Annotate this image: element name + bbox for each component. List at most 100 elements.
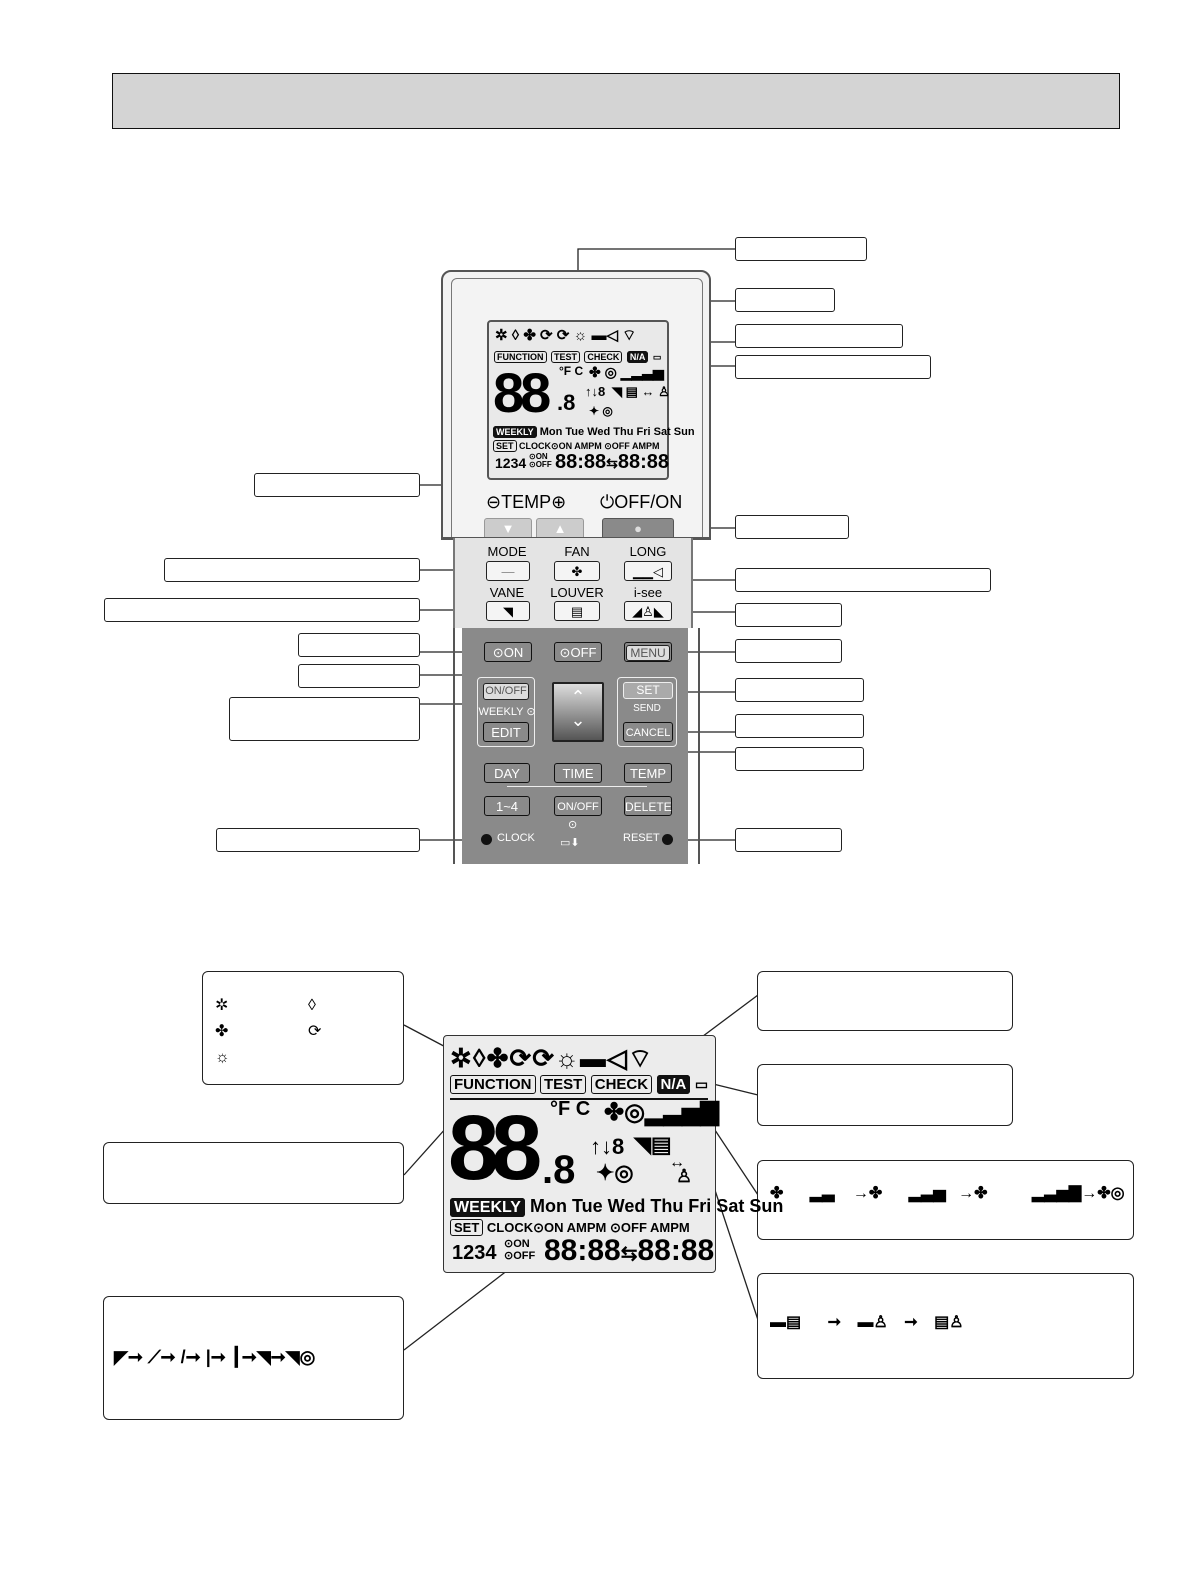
on-label: ⊙ON	[529, 452, 548, 461]
temp-plus-icon: ⊕	[551, 492, 567, 512]
callout-isee	[735, 603, 842, 627]
temp-digits: 88	[493, 361, 551, 424]
lcd2-person-icon: ♙	[676, 1166, 693, 1186]
lcd2-swap-arrow-icon: ⇆	[620, 1243, 638, 1265]
fan-icon-a: ✤	[868, 1185, 883, 1202]
louver-avoid-icon: ▤♙	[934, 1314, 964, 1331]
vane-sequence-box: ◤➞ ⟋➞ /➞ |➞ ┃➞◥➞◥◎	[103, 1296, 404, 1420]
chevron-down-icon: ⌄	[570, 710, 586, 730]
fan-speed3-icon: ▂▃▅▇	[1032, 1185, 1082, 1202]
lcd2-fan-icons: ✤◎▂▃▅▇	[604, 1099, 719, 1126]
lcd2-temp-unit: °F C	[550, 1098, 591, 1120]
time-button[interactable]: TIME	[554, 763, 602, 783]
lcd2-vane-louver-icons: ◥▤	[634, 1132, 672, 1157]
chevron-up-icon: ⌃	[570, 687, 586, 707]
edit-button[interactable]: EDIT	[483, 722, 529, 742]
vane-pos4-icon: |	[205, 1347, 211, 1367]
louver-button[interactable]: ▤	[554, 601, 600, 621]
vane-label: VANE	[489, 585, 525, 600]
set-button[interactable]: SET	[623, 682, 673, 699]
lcd2-louver-arrow-icon: ↔	[669, 1154, 685, 1171]
fan-icon: ✤	[571, 564, 583, 579]
on-timer-button[interactable]: ⊙ON	[484, 642, 532, 662]
time-display-2: 88:88	[617, 451, 670, 473]
lcd2-time1: 88:88	[544, 1234, 621, 1267]
callout-clock	[216, 828, 420, 852]
fan-swirl-icons: ✤ ◎ ▁▂▃▅	[589, 364, 664, 380]
fan-speed2-icon: ▂▃▅	[908, 1185, 946, 1202]
mode-icons-box: ✲ ◊ ✤ ⟳ ☼	[202, 971, 404, 1085]
na-tag: N/A	[626, 351, 649, 363]
fan-speed-row: ✤ ▂▃ →✤ ▂▃▅ →✤ ▂▃▅▇→✤◎	[770, 1183, 1125, 1203]
callout-transmit	[735, 324, 903, 348]
day-button[interactable]: DAY	[484, 763, 530, 783]
check-tag: CHECK	[584, 351, 623, 363]
vane-auto-icon: ◥◎	[285, 1347, 316, 1367]
fan-icon-c: ✤	[1097, 1185, 1111, 1202]
off-timer-button[interactable]: ⊙OFF	[554, 642, 602, 662]
lcd2-weekly-tag: WEEKLY	[450, 1198, 525, 1217]
long-label: LONG	[629, 544, 667, 559]
fan-mode-icon: ✤	[215, 1023, 229, 1040]
program-range-button[interactable]: 1~4	[484, 796, 530, 816]
vane-icon: ◥	[503, 604, 513, 619]
isee-button[interactable]: ◢♙◣	[624, 601, 672, 621]
fan-speed1-icon: ▂▃	[809, 1185, 835, 1202]
clock-on-ampm: CLOCK⊙ON AMPM	[519, 441, 602, 451]
weekday-row: Mon Tue Wed Thu Fri Sat Sun	[539, 426, 695, 438]
lcd2-sparkle-swirl-icons: ✦◎	[596, 1160, 634, 1185]
weekly-onoff-button[interactable]: ON/OFF	[483, 683, 529, 700]
test-tag: TEST	[550, 351, 580, 363]
fan-arrow-1: →	[852, 1185, 869, 1202]
offon-label: OFF/ON	[614, 492, 683, 512]
lcd2-check-tag: CHECK	[590, 1075, 653, 1094]
lcd2-on-label: ⊙ON	[504, 1238, 530, 1250]
leader-remote-body	[577, 248, 735, 270]
cancel-button[interactable]: CANCEL	[623, 722, 673, 742]
lcd2-time2: 88:88	[637, 1234, 715, 1267]
callout-vane-louver	[104, 598, 420, 622]
callout-cancel	[735, 714, 864, 738]
delete-button[interactable]: DELETE	[624, 796, 672, 816]
temp-up-button[interactable]: ▲	[536, 518, 584, 540]
vane-sequence-row: ◤➞ ⟋➞ /➞ |➞ ┃➞◥➞◥◎	[114, 1347, 316, 1367]
louver-sequence-row: ▬▤ ➞ ▬♙ ➞ ▤♙	[770, 1312, 964, 1332]
lcd2-weekday-row: Mon Tue Wed Thu Fri Sat Sun	[530, 1196, 784, 1216]
temp-label: TEMP	[501, 492, 552, 512]
vane-button[interactable]: ◥	[486, 601, 530, 621]
long-button[interactable]: ▁▁◁	[624, 561, 672, 581]
fan-button[interactable]: ✤	[554, 561, 600, 581]
fan-arrow-3: →	[1081, 1185, 1098, 1202]
reset-button[interactable]	[662, 834, 673, 845]
menu-button[interactable]: MENU	[624, 642, 672, 662]
sparkle-swirl-icons: ✦ ◎	[589, 404, 613, 418]
set-cancel-group	[617, 677, 677, 747]
lcd2-mode-icons-row: ✲◊✤⟳⟳☼▬◁⌔	[450, 1043, 654, 1073]
fan-label: FAN	[564, 544, 590, 559]
battery-down-icon: ▭⬇	[560, 837, 580, 849]
temp-down-button[interactable]: ▼	[484, 518, 532, 540]
updown-button[interactable]: ⌃ ⌄	[552, 682, 604, 742]
long-air-icon: ▁▁◁	[633, 564, 663, 579]
mode-label: MODE	[487, 544, 527, 559]
lcd2-off-label: ⊙OFF	[504, 1250, 536, 1262]
vane-swing-icon: ◥	[256, 1347, 271, 1367]
callout-updown	[735, 747, 864, 771]
lcd-detail-display: ✲◊✤⟳⟳☼▬◁⌔ FUNCTION TEST CHECK N/A ▭ 88 .…	[443, 1035, 783, 1273]
lcd2-set-tag: SET	[450, 1219, 484, 1236]
clock-button[interactable]	[481, 834, 492, 845]
louver-person-icon: ▬♙	[857, 1314, 888, 1331]
temp-program-button[interactable]: TEMP	[624, 763, 672, 783]
mode-button[interactable]: —	[486, 561, 530, 581]
callout-menu	[735, 639, 842, 663]
lcd2-clock-on-ampm: CLOCK⊙ON AMPM	[486, 1220, 607, 1235]
lcd2-battery-icon: ▭	[694, 1076, 709, 1092]
fan-arrow-2: →	[958, 1185, 975, 1202]
callout-na-indicator	[735, 288, 835, 312]
swap-arrow-icon: ⇆	[606, 455, 618, 471]
cool-mode-icon: ✲	[215, 997, 229, 1014]
fan-swirl-icon: ◎	[1110, 1185, 1125, 1202]
fan-auto-icon: ✤	[770, 1185, 784, 1202]
timer-onoff-button[interactable]: ON/OFF	[554, 796, 602, 816]
callout-offon	[735, 515, 849, 539]
